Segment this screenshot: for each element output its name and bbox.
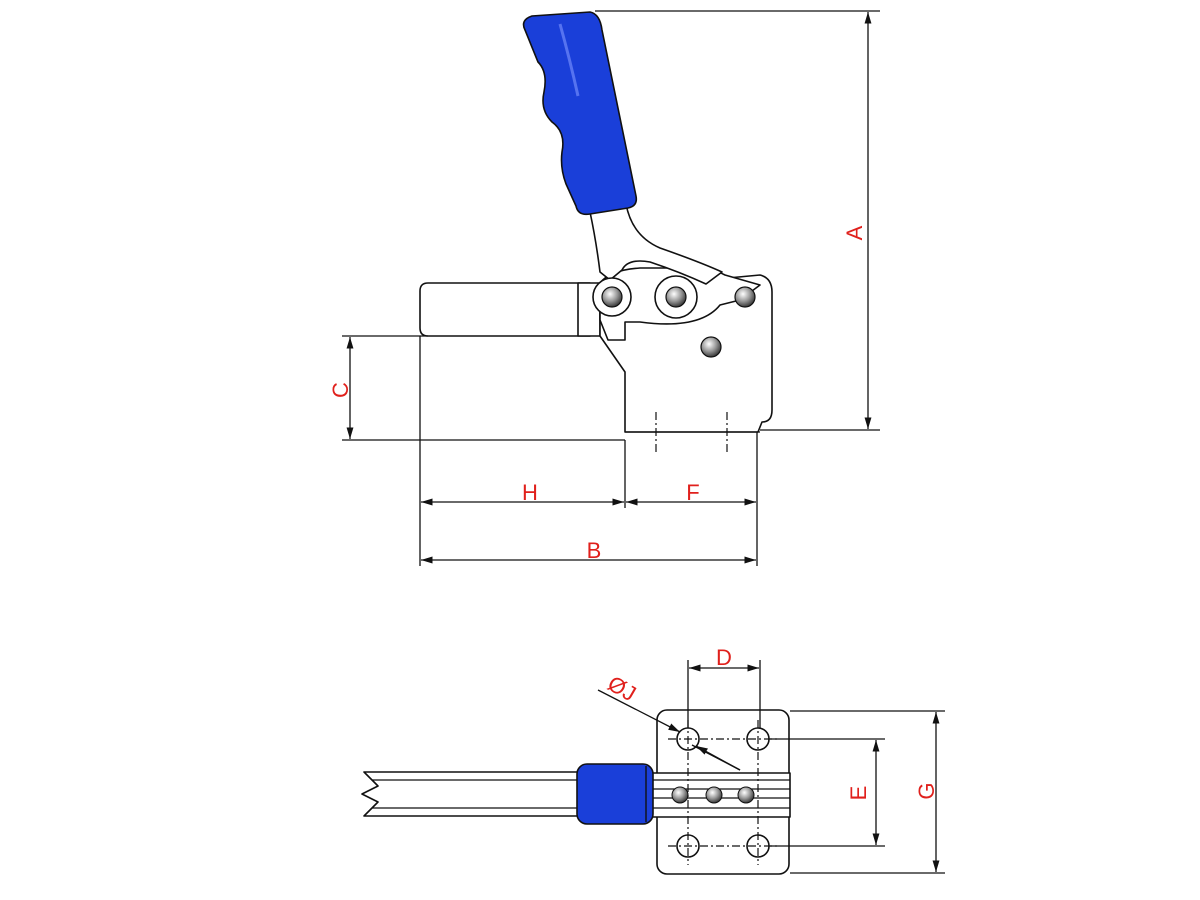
pivot-pins: [592, 275, 756, 358]
label-b: B: [587, 538, 602, 563]
blue-collar-icon: [576, 763, 654, 825]
plunger-housing: [419, 282, 591, 337]
pivot-pin-icon: [601, 286, 623, 308]
dimension-d: D: [687, 645, 761, 728]
dimension-c: C: [328, 335, 625, 441]
dimension-f: F: [626, 480, 756, 506]
dimension-b: B: [421, 538, 756, 564]
label-f: F: [686, 480, 699, 505]
mounting-holes: [668, 720, 778, 865]
pivot-pin-icon: [665, 286, 687, 308]
side-view: [419, 11, 773, 452]
top-view: [361, 709, 791, 875]
label-c: C: [328, 382, 353, 398]
dimension-g: G: [790, 710, 945, 874]
label-e: E: [846, 786, 871, 801]
dimension-h: H: [421, 480, 624, 506]
handle-stem: [589, 203, 723, 285]
dimension-a: A: [595, 10, 880, 431]
pivot-pin-icon: [700, 336, 722, 358]
plunger-rod: [361, 771, 581, 817]
linkage-top: [649, 772, 791, 818]
label-a: A: [842, 225, 867, 240]
label-g: G: [914, 782, 939, 799]
label-j: ØJ: [604, 671, 641, 707]
dimension-e: E: [770, 738, 885, 847]
blue-grip-handle-icon: [522, 11, 638, 216]
label-d: D: [716, 645, 732, 670]
label-h: H: [522, 480, 538, 505]
pivot-pin-icon: [734, 286, 756, 308]
